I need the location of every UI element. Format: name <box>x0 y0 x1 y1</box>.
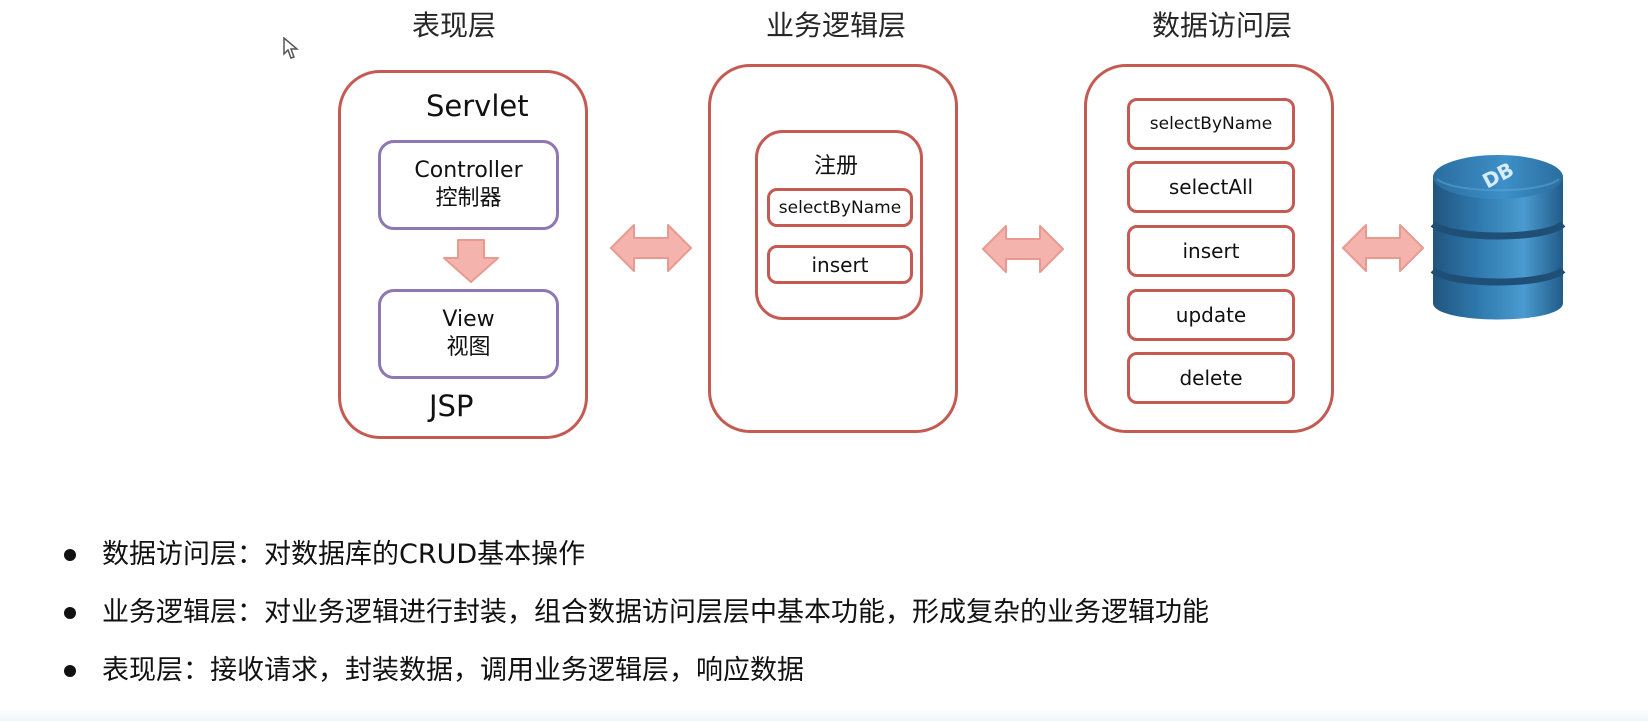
data-selectall-label: selectAll <box>1168 175 1254 199</box>
double-arrow-icon <box>1342 224 1424 272</box>
presentation-layer-title: 表现层 <box>411 9 497 42</box>
register-title: 注册 <box>814 154 859 179</box>
servlet-label: Servlet <box>426 89 529 123</box>
bullet-text: 表现层：接收请求，封装数据，调用业务逻辑层，响应数据 <box>102 655 804 686</box>
bullet-item: 表现层：接收请求，封装数据，调用业务逻辑层，响应数据 <box>64 642 1524 700</box>
business-insert-label: insert <box>811 252 869 277</box>
data-selectbyname-label: selectByName <box>1149 114 1273 134</box>
bullet-list: 数据访问层：对数据库的CRUD基本操作 业务逻辑层：对业务逻辑进行封装，组合数据… <box>64 526 1524 700</box>
data-delete-box: delete <box>1127 352 1295 404</box>
bullet-item: 数据访问层：对数据库的CRUD基本操作 <box>64 526 1524 584</box>
bullet-item: 业务逻辑层：对业务逻辑进行封装，组合数据访问层层中基本功能，形成复杂的业务逻辑功… <box>64 584 1524 642</box>
database-icon: DB <box>1430 155 1566 320</box>
data-selectall-box: selectAll <box>1127 161 1295 213</box>
business-selectbyname-box: selectByName <box>767 188 913 227</box>
bottom-shade <box>0 709 1648 721</box>
register-group-box: 注册 selectByName insert <box>755 130 923 320</box>
data-insert-box: insert <box>1127 225 1295 277</box>
view-box: View 视图 <box>378 289 559 379</box>
double-arrow-icon <box>610 224 692 272</box>
data-update-box: update <box>1127 289 1295 341</box>
data-selectbyname-box: selectByName <box>1127 98 1295 150</box>
business-layer-title: 业务逻辑层 <box>765 9 907 42</box>
jsp-label: JSP <box>429 389 474 423</box>
business-insert-box: insert <box>767 245 913 284</box>
double-arrow-icon <box>982 225 1064 273</box>
bullet-text: 业务逻辑层：对业务逻辑进行封装，组合数据访问层层中基本功能，形成复杂的业务逻辑功… <box>102 597 1209 628</box>
business-logic-layer-panel: 注册 selectByName insert <box>708 64 958 433</box>
bullet-dot-icon <box>64 607 76 619</box>
mouse-pointer-icon <box>283 37 299 59</box>
controller-english-label: Controller <box>414 158 523 183</box>
bullet-text: 数据访问层：对数据库的CRUD基本操作 <box>102 539 586 570</box>
view-chinese-label: 视图 <box>446 335 491 360</box>
business-selectbyname-label: selectByName <box>778 197 902 218</box>
data-update-label: update <box>1175 303 1247 327</box>
controller-box: Controller 控制器 <box>378 140 559 230</box>
data-insert-label: insert <box>1182 239 1240 263</box>
data-access-layer-title: 数据访问层 <box>1151 9 1293 42</box>
view-english-label: View <box>442 307 495 332</box>
data-delete-label: delete <box>1179 366 1243 390</box>
down-arrow-icon <box>443 239 499 283</box>
controller-chinese-label: 控制器 <box>435 186 502 211</box>
presentation-layer-panel: Servlet Controller 控制器 View 视图 JSP <box>338 70 588 439</box>
bullet-dot-icon <box>64 549 76 561</box>
bullet-dot-icon <box>64 665 76 677</box>
data-access-layer-panel: selectByName selectAll insert update del… <box>1084 64 1334 433</box>
